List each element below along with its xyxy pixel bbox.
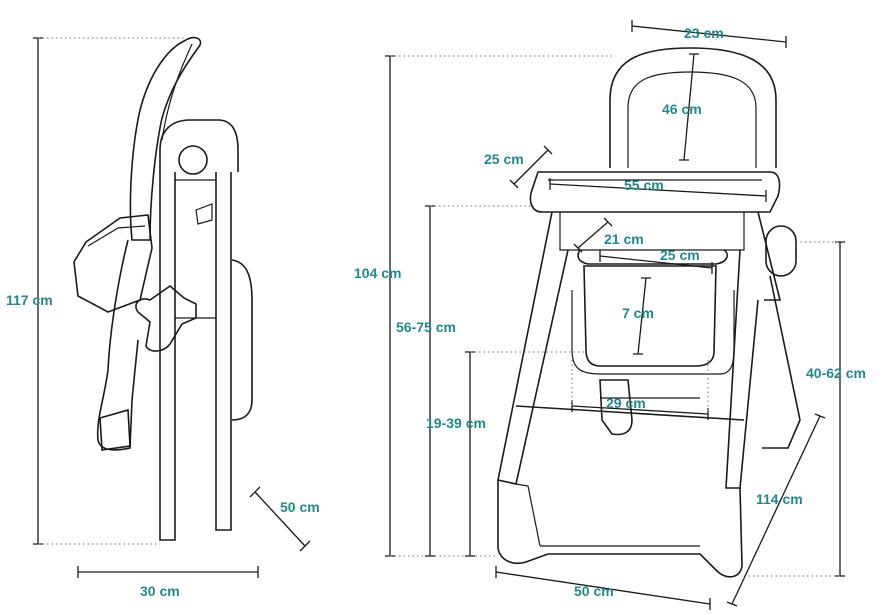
side-tray (73, 214, 153, 313)
side-height-label: 117 cm (6, 292, 53, 308)
side-hinge-knob (178, 145, 208, 175)
recline-height-label: 40-62 cm (806, 365, 866, 381)
front-leg-left (497, 211, 569, 485)
seat-width-label: 25 cm (660, 247, 700, 263)
seat-depth-label: 21 cm (604, 231, 644, 247)
front-seat-back (583, 265, 717, 367)
front-tray (529, 171, 781, 213)
side-depth-label: 50 cm (280, 499, 320, 515)
side-dimensions (33, 37, 311, 578)
seat-back-label: 7 cm (622, 305, 654, 321)
side-seat-cushion (96, 239, 139, 451)
tray-depth-label: 25 cm (484, 151, 524, 167)
side-harness-pad (135, 284, 197, 352)
back-width-label: 23 cm (684, 25, 724, 41)
total-height-label: 104 cm (354, 265, 401, 281)
side-view-chair (73, 36, 253, 541)
tray-height-label: 56-75 cm (396, 319, 456, 335)
base-depth-label: 114 cm (756, 491, 803, 507)
footrest-width-label: 29 cm (606, 395, 646, 411)
side-leg-right (215, 172, 232, 531)
side-leg-left (159, 172, 176, 541)
tray-width-label: 55 cm (624, 177, 664, 193)
front-view-chair (497, 47, 801, 578)
back-height-label: 46 cm (662, 101, 702, 117)
side-width-label: 30 cm (140, 583, 180, 599)
side-frame-loop (159, 119, 239, 172)
front-recline-knob (765, 225, 797, 277)
front-leg-right (757, 211, 782, 301)
side-backrest (129, 36, 202, 241)
seat-height-label: 19-39 cm (426, 415, 486, 431)
front-seat (577, 249, 729, 265)
front-backrest (609, 47, 777, 168)
front-base (497, 480, 743, 578)
front-dimensions (385, 20, 845, 610)
base-width-label: 50 cm (574, 583, 614, 599)
